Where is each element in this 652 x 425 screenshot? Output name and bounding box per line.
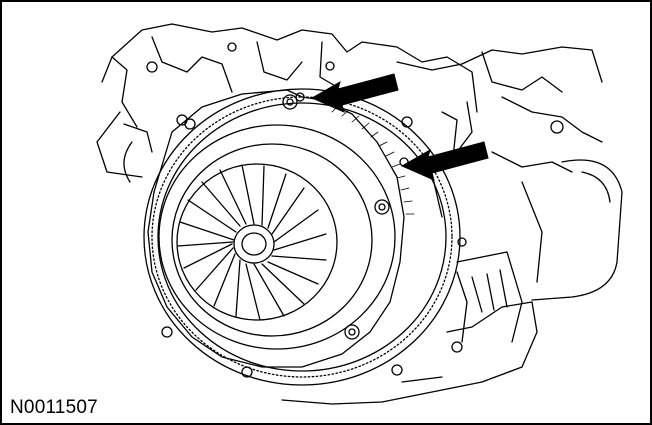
- engine-block: [96, 23, 478, 183]
- diaphragm-spring: [176, 163, 338, 321]
- figure-id-label: N0011507: [10, 397, 98, 418]
- bell-housing: [281, 269, 538, 405]
- arrow-left-icon: [400, 141, 489, 181]
- pressure-plate-cover: [147, 89, 405, 378]
- arrow-left-icon: [310, 73, 399, 113]
- ring-gear-teeth: [331, 105, 415, 215]
- flywheel: [143, 88, 461, 386]
